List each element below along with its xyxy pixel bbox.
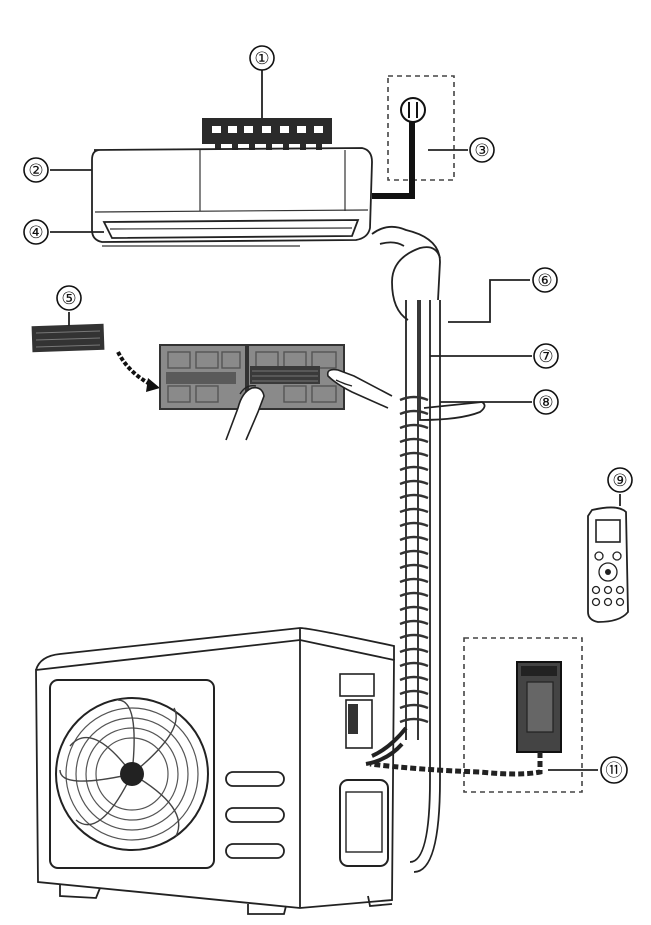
callout-6: ⑥ (537, 271, 552, 291)
callout-2: ② (28, 161, 43, 181)
hand-icon (225, 384, 265, 441)
power-cord (372, 75, 455, 199)
callout-1: ① (254, 49, 269, 69)
mounting-plate (202, 118, 332, 150)
piping (365, 225, 486, 873)
wired-controller (369, 637, 583, 793)
callout-3: ③ (474, 141, 489, 161)
callout-11: ⑪ (606, 761, 623, 781)
filter-illustration (31, 323, 393, 441)
callout-8: ⑧ (538, 393, 553, 413)
indoor-unit (91, 147, 373, 247)
plug-icon (400, 97, 426, 123)
callout-4: ④ (28, 223, 43, 243)
hand-icon (326, 368, 393, 409)
callout-5: ⑤ (61, 289, 76, 309)
callout-9: ⑨ (612, 471, 627, 491)
leader-lines (50, 70, 621, 771)
callouts: ① ② ③ ④ ⑤ ⑥ ⑦ ⑧ ⑨ ⑪ (23, 45, 633, 784)
outdoor-unit (35, 627, 395, 915)
fan-icon (49, 679, 215, 869)
callout-7: ⑦ (538, 347, 553, 367)
remote-control-icon (587, 506, 629, 623)
